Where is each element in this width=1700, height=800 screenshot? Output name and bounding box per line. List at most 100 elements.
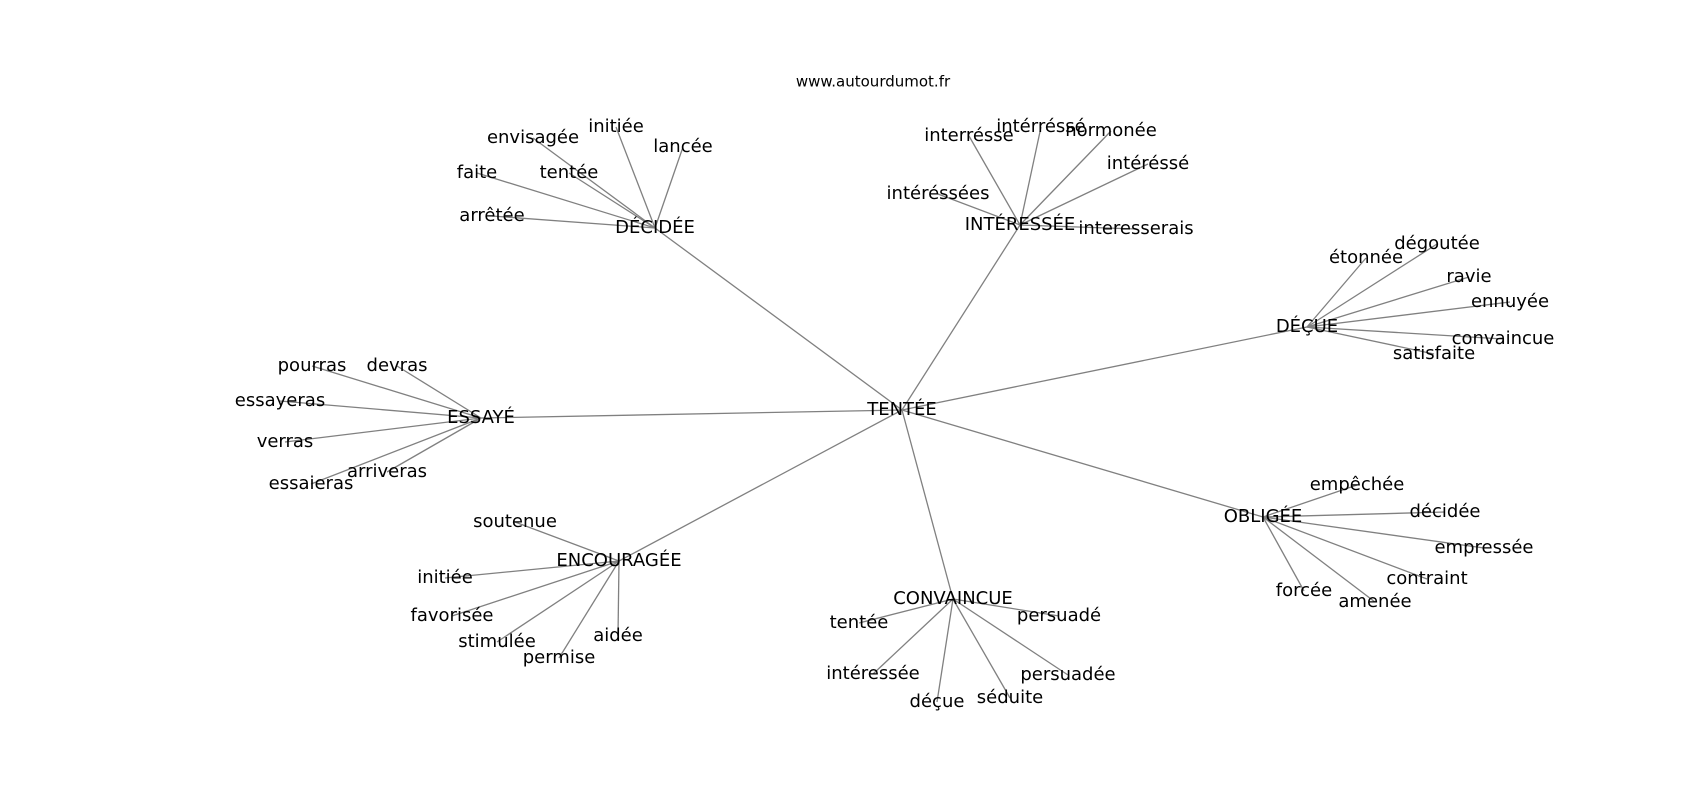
edge-hub-leaf xyxy=(1306,257,1367,328)
edge-hub-leaf xyxy=(858,598,954,624)
leaf-word-node: persuadée xyxy=(1020,664,1115,685)
leaf-word-node: dégoutée xyxy=(1394,233,1480,254)
leaf-word-node: intérréssé xyxy=(996,116,1086,137)
leaf-word-node: convaincue xyxy=(1452,328,1555,349)
edge-hub-leaf xyxy=(310,417,482,485)
center-word-node: TENTÉE xyxy=(866,398,937,420)
leaf-word-node: amenée xyxy=(1338,591,1411,612)
edge-hub-leaf xyxy=(1019,126,1042,226)
leaf-word-node: empressée xyxy=(1434,537,1533,558)
edge-hub-leaf xyxy=(396,365,482,419)
leaf-word-node: stimulée xyxy=(458,631,536,652)
edge-hub-leaf xyxy=(1306,276,1470,328)
leaf-word-node: séduite xyxy=(977,687,1043,708)
hub-word-node: OBLIGÉE xyxy=(1224,505,1303,527)
leaf-word-node: persuadé xyxy=(1017,605,1101,626)
leaf-word-node: étonnée xyxy=(1329,247,1403,268)
leaf-word-node: arriveras xyxy=(347,461,427,482)
graph-labels: www.autourdumot.fr TENTÉE DÉCIDÉE envisagé… xyxy=(235,73,1555,713)
edge-hub-leaf xyxy=(1306,243,1438,328)
edge-center-hub xyxy=(901,409,1264,518)
edge-hub-leaf xyxy=(1262,516,1428,580)
leaf-word-node: tentée xyxy=(830,612,889,633)
edge-hub-leaf xyxy=(279,400,482,419)
leaf-word-node: déçue xyxy=(910,691,965,712)
hub-word-node: INTÉRESSÉE xyxy=(965,213,1076,235)
leaf-word-node: verras xyxy=(257,431,314,452)
edge-hub-leaf xyxy=(936,598,954,703)
edge-hub-leaf xyxy=(496,560,620,643)
edge-hub-leaf xyxy=(952,598,1060,617)
edge-hub-leaf xyxy=(1262,484,1358,518)
leaf-word-node: empêchée xyxy=(1310,474,1405,495)
edge-hub-leaf xyxy=(476,172,656,229)
edge-hub-leaf xyxy=(491,215,656,229)
edge-hub-leaf xyxy=(386,417,482,473)
leaf-word-node: interesserais xyxy=(1078,218,1193,239)
leaf-word-node: aidée xyxy=(593,625,643,646)
edge-hub-leaf xyxy=(311,365,482,419)
edge-hub-leaf xyxy=(1019,163,1149,226)
edge-center-hub xyxy=(901,326,1308,411)
edge-center-hub xyxy=(618,409,903,562)
leaf-word-node: devras xyxy=(367,355,428,376)
edge-hub-leaf xyxy=(1262,516,1376,603)
edge-hub-leaf xyxy=(1306,326,1504,340)
source-url: www.autourdumot.fr xyxy=(796,73,951,91)
edge-hub-leaf xyxy=(937,193,1021,226)
edge-hub-leaf xyxy=(968,135,1021,226)
edge-hub-leaf xyxy=(532,137,656,229)
edge-center-hub xyxy=(654,227,903,411)
leaf-word-node: contraint xyxy=(1386,568,1467,589)
edge-hub-leaf xyxy=(451,560,620,617)
leaf-word-node: initiée xyxy=(417,567,473,588)
leaf-word-node: intéréssé xyxy=(1107,153,1189,174)
hub-word-node: CONVAINCUE xyxy=(893,588,1013,609)
edge-hub-leaf xyxy=(568,172,656,229)
edge-center-hub xyxy=(480,409,903,419)
leaf-word-node: pourras xyxy=(278,355,347,376)
edge-hub-leaf xyxy=(615,126,656,229)
leaf-word-node: soutenue xyxy=(473,511,557,532)
leaf-word-node: décidée xyxy=(1410,501,1481,522)
leaf-word-node: faite xyxy=(457,162,498,183)
edge-hub-leaf xyxy=(1019,130,1112,226)
leaf-word-node: ravie xyxy=(1446,266,1491,287)
hub-word-node: ENCOURAGÉE xyxy=(556,549,681,571)
leaf-word-node: essayeras xyxy=(235,390,325,411)
edge-hub-leaf xyxy=(284,417,482,443)
leaf-word-node: ennuyée xyxy=(1471,291,1549,312)
edge-hub-leaf xyxy=(444,560,620,579)
edge-hub-leaf xyxy=(1262,516,1485,549)
leaf-word-node: intéressée xyxy=(826,663,920,684)
leaf-word-node: essaieras xyxy=(269,473,354,494)
edge-hub-leaf xyxy=(872,598,954,675)
hub-word-node: DÉÇUE xyxy=(1276,315,1338,337)
leaf-word-node: permise xyxy=(523,647,596,668)
leaf-word-node: satisfaite xyxy=(1393,343,1475,364)
hub-word-node: ESSAYÉ xyxy=(447,406,515,428)
leaf-word-node: favorisée xyxy=(411,605,494,626)
edge-hub-leaf xyxy=(617,560,620,637)
edge-hub-leaf xyxy=(654,146,684,229)
hub-word-node: DÉCIDÉE xyxy=(615,216,695,238)
leaf-word-node: interrésse xyxy=(924,125,1014,146)
graph-edges xyxy=(279,126,1511,703)
edge-center-hub xyxy=(901,409,954,600)
leaf-word-node: intéréssées xyxy=(887,183,990,204)
leaf-word-node: envisagée xyxy=(487,127,579,148)
leaf-word-node: tentée xyxy=(540,162,599,183)
leaf-word-node: initiée xyxy=(588,116,644,137)
edge-hub-leaf xyxy=(1262,511,1446,518)
edge-hub-leaf xyxy=(952,598,1069,676)
edge-hub-leaf xyxy=(558,560,620,659)
leaf-word-node: normonée xyxy=(1065,120,1157,141)
edge-hub-leaf xyxy=(1019,224,1137,230)
edge-hub-leaf xyxy=(514,521,620,562)
leaf-word-node: forcée xyxy=(1276,580,1332,601)
edge-hub-leaf xyxy=(952,598,1011,699)
edge-center-hub xyxy=(901,224,1021,411)
leaf-word-node: lancée xyxy=(653,136,712,157)
edge-hub-leaf xyxy=(1262,516,1305,592)
